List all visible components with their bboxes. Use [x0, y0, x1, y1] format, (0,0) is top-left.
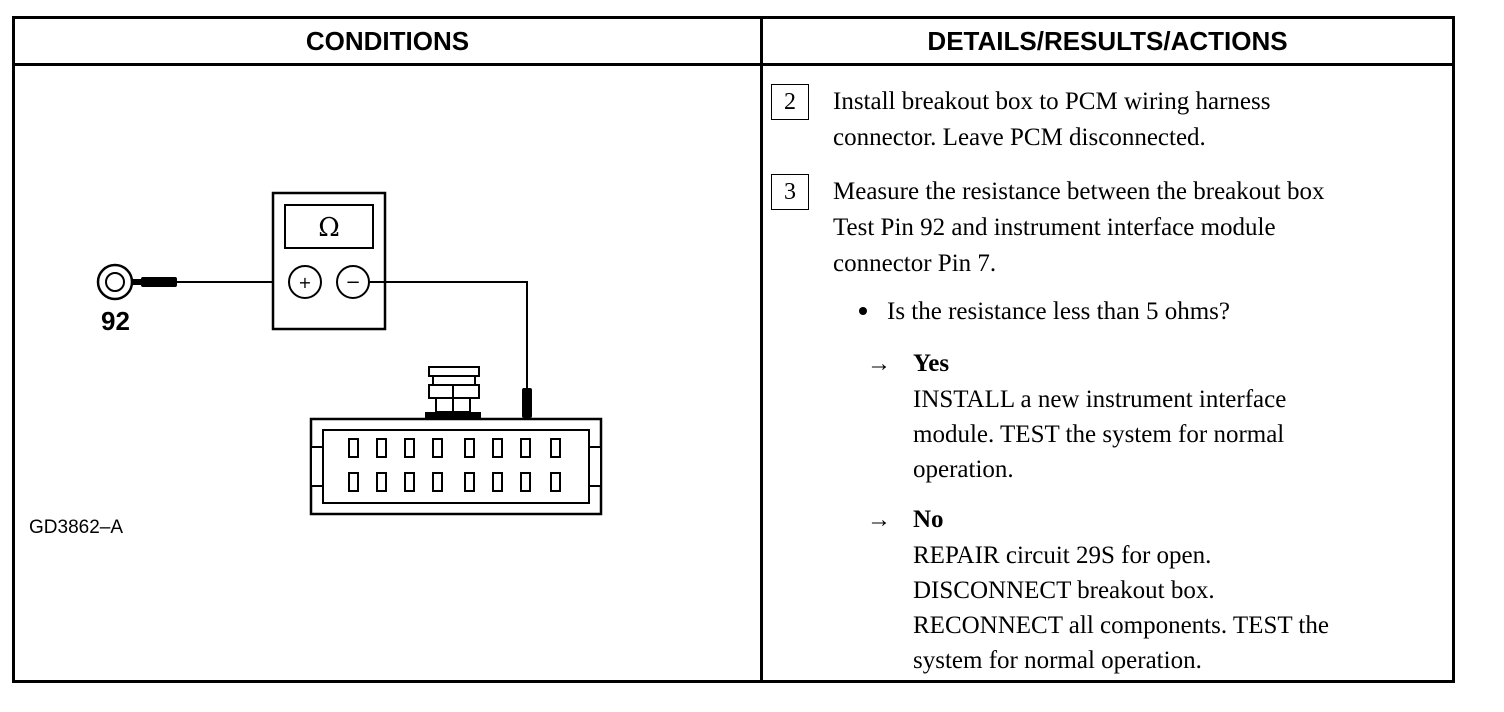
minus-terminal-icon: −	[345, 272, 360, 293]
column-divider	[760, 19, 763, 680]
branch-text-yes: INSTALL a new instrument interface modul…	[913, 386, 1287, 483]
figure-id: GD3862–A	[29, 517, 124, 538]
header-rule	[15, 63, 1452, 66]
connector-pin-cavity	[376, 472, 387, 492]
connector-pin-cavity	[464, 438, 475, 458]
test-pin-jack	[96, 263, 177, 301]
plus-terminal-icon: +	[298, 273, 311, 292]
right-arrow-icon: →	[867, 507, 891, 533]
wiring-diagram: 92 Ω + −	[96, 191, 603, 516]
connector-pin-cavity	[520, 438, 531, 458]
step-number: 2	[771, 84, 809, 120]
bullet-icon	[859, 307, 867, 316]
header-details: DETAILS/RESULTS/ACTIONS	[927, 25, 1288, 56]
connector-pins-row-1	[348, 438, 561, 458]
connector-pin-cavity	[492, 438, 503, 458]
connector-latch	[425, 366, 481, 419]
question-bullet: Is the resistance less than 5 ohms?	[859, 294, 1230, 330]
step-text: Install breakout box to PCM wiring harne…	[833, 88, 1271, 151]
step-text: Measure the resistance between the break…	[833, 178, 1325, 277]
connector-pin-cavity	[348, 438, 359, 458]
connector-pin-cavity	[376, 438, 387, 458]
connector-pin-cavity	[492, 472, 503, 492]
connector-pin-cavity	[432, 438, 443, 458]
step-number: 3	[771, 174, 809, 210]
connector-pin-cavity	[432, 472, 443, 492]
connector-pin-cavity	[348, 472, 359, 492]
header-conditions: CONDITIONS	[305, 25, 470, 56]
procedure-table: CONDITIONS DETAILS/RESULTS/ACTIONS 92 Ω …	[12, 16, 1455, 683]
negative-lead-wire	[369, 281, 528, 388]
connector-pin-cavity	[404, 472, 415, 492]
ohmmeter: Ω + −	[271, 191, 387, 331]
probe-tip	[522, 388, 532, 418]
ohm-symbol: Ω	[318, 213, 340, 243]
right-arrow-icon: →	[867, 351, 891, 377]
branch-label-yes: Yes	[913, 350, 950, 377]
connector-pin-cavity	[520, 472, 531, 492]
branch-label-no: No	[913, 506, 944, 533]
connector-pin-cavity	[550, 472, 561, 492]
instrument-interface-connector	[309, 417, 603, 516]
connector-pin-cavity	[404, 438, 415, 458]
branch-text-no: REPAIR circuit 29S for open. DISCONNECT …	[913, 542, 1329, 674]
connector-pin-cavity	[550, 438, 561, 458]
details-column: 2 Install breakout box to PCM wiring har…	[763, 66, 1452, 680]
connector-pins-row-2	[348, 472, 561, 492]
pin-label: 92	[101, 306, 130, 336]
connector-pin-cavity	[464, 472, 475, 492]
